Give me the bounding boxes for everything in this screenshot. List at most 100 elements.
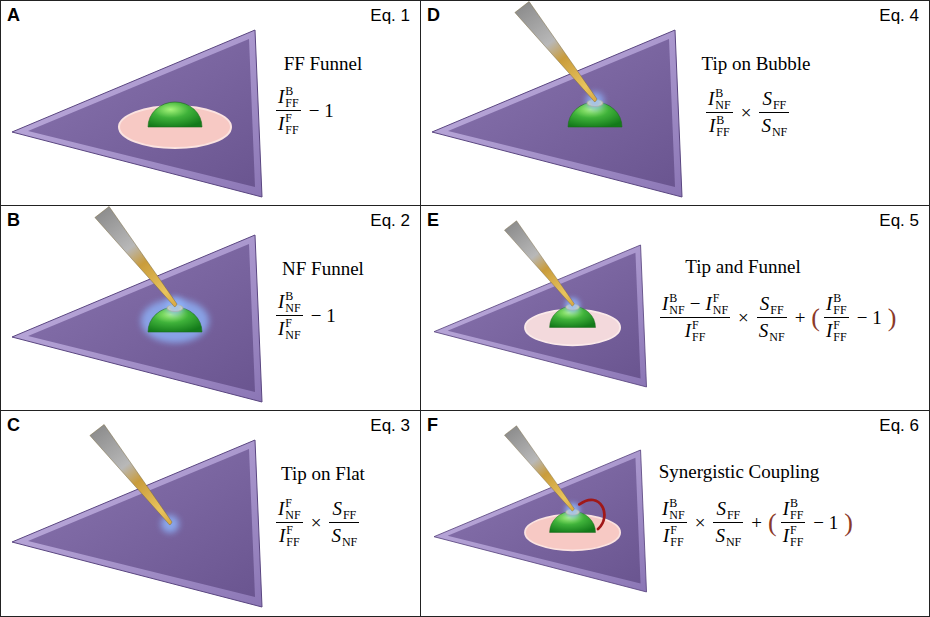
scripts: BNF xyxy=(715,87,730,111)
fraction: IBFFIFFF xyxy=(781,497,806,548)
symbol-base: S xyxy=(762,88,772,110)
fraction-bar xyxy=(757,317,787,318)
subscript: NF xyxy=(715,99,730,111)
coupling-arc xyxy=(579,500,604,529)
superscript: F xyxy=(692,319,705,331)
panel-a-art xyxy=(12,30,262,197)
panel-b-art xyxy=(12,207,262,403)
fraction: IBNFIFNF xyxy=(276,290,303,341)
fraction: IBNFIBFF xyxy=(706,87,733,138)
scripts: FFF xyxy=(286,524,299,548)
numerator: SFF xyxy=(758,292,786,316)
denominator: SNF xyxy=(713,524,743,548)
panel-box: DEq. 4Tip on BubbleIBNFIBFF×SFFSNF xyxy=(420,0,930,206)
scripts: BFF xyxy=(833,292,846,316)
superscript: B xyxy=(669,497,684,509)
scripts: NF xyxy=(726,524,741,548)
symbol-base: I xyxy=(278,291,284,313)
symbol-base: I xyxy=(278,318,284,340)
subscript: NF xyxy=(726,536,741,548)
numerator: IBFF xyxy=(276,85,301,109)
numerator: IFNF xyxy=(276,497,303,521)
superscript: B xyxy=(669,292,684,304)
symbol: SNF xyxy=(761,114,787,138)
superscript: B xyxy=(833,292,846,304)
numerator: IBFF xyxy=(824,292,849,316)
fraction: SFFSNF xyxy=(759,87,789,138)
fraction-bar xyxy=(781,522,806,523)
symbol: IFFF xyxy=(783,524,804,548)
symbol: SFF xyxy=(762,87,786,111)
script-spacer xyxy=(770,292,783,304)
equation-number: Eq. 5 xyxy=(879,211,919,231)
symbol: IBFF xyxy=(783,497,804,521)
fraction-bar xyxy=(713,522,743,523)
symbol-base: I xyxy=(279,525,285,547)
panel-title: Tip on Flat xyxy=(281,463,365,485)
equation: IBFFIFFF− 1 xyxy=(273,85,339,136)
symbol-base: I xyxy=(278,86,284,108)
operator: − 1 xyxy=(309,100,334,122)
numerator: IBNF xyxy=(706,87,733,111)
superscript: F xyxy=(833,319,846,331)
subscript: NF xyxy=(769,331,784,343)
panel-title: FF Funnel xyxy=(284,53,363,75)
subscript: FF xyxy=(790,509,803,521)
operator: − 1 xyxy=(857,307,882,329)
probe-tip xyxy=(90,425,179,534)
equation: IBNFIFNF− 1 xyxy=(273,290,341,341)
fraction-bar xyxy=(759,112,789,113)
subscript: NF xyxy=(669,304,684,316)
scripts: BFF xyxy=(790,497,803,521)
subscript: NF xyxy=(713,304,728,316)
panel-letter: C xyxy=(7,415,20,436)
panel-box: FEq. 6Synergistic CouplingIBNFIFFF×SFFSN… xyxy=(420,410,930,617)
fraction-bar xyxy=(824,317,849,318)
scripts: FFF xyxy=(790,524,803,548)
script-spacer xyxy=(773,87,786,99)
symbol-base: I xyxy=(662,293,668,315)
symbol-base: I xyxy=(663,525,669,547)
fraction-bar xyxy=(660,522,687,523)
panel-letter: F xyxy=(427,415,438,436)
symbol-base: I xyxy=(783,498,789,520)
denominator: IFFF xyxy=(277,524,302,548)
script-spacer xyxy=(769,319,784,331)
denominator: IFFF xyxy=(276,112,301,136)
subscript: FF xyxy=(727,509,740,521)
fraction: IBNF−IFNFIFFF xyxy=(660,292,730,343)
symbol: IFFF xyxy=(278,112,299,136)
scripts: NF xyxy=(772,114,787,138)
scripts: BFF xyxy=(285,85,298,109)
parenthesis: ( xyxy=(811,307,820,329)
denominator: IFFF xyxy=(661,524,686,548)
scripts: FNF xyxy=(285,497,300,521)
panel-box: CEq. 3Tip on FlatIFNFIFFF×SFFSNF xyxy=(0,410,421,617)
parenthesis: ( xyxy=(768,512,777,534)
script-spacer xyxy=(342,524,357,536)
superscript: B xyxy=(715,87,730,99)
symbol: IBNF xyxy=(662,497,685,521)
symbol: IFFF xyxy=(279,524,300,548)
panel-title: Tip on Bubble xyxy=(701,53,810,75)
numerator: SFF xyxy=(330,497,358,521)
symbol-base: S xyxy=(761,115,771,137)
symbol: IFNF xyxy=(278,317,301,341)
script-spacer xyxy=(343,497,356,509)
numerator: IBFF xyxy=(781,497,806,521)
symbol: IFFF xyxy=(685,319,706,343)
superscript: F xyxy=(713,292,728,304)
superscript: B xyxy=(285,85,298,97)
fraction: SFF SNF xyxy=(713,497,743,548)
panel-letter: D xyxy=(427,5,440,26)
denominator: IFFF xyxy=(683,319,708,343)
symbol-base: I xyxy=(709,115,715,137)
equation: IBNFIBFF×SFFSNF xyxy=(703,87,792,138)
symbol: SNF xyxy=(759,319,785,343)
panel-box: BEq. 2NF FunnelIBNFIFNF− 1 xyxy=(0,205,421,411)
subscript: FF xyxy=(286,536,299,548)
symbol-base: S xyxy=(716,498,726,520)
scripts: FFF xyxy=(833,319,846,343)
scripts: FFF xyxy=(285,112,298,136)
